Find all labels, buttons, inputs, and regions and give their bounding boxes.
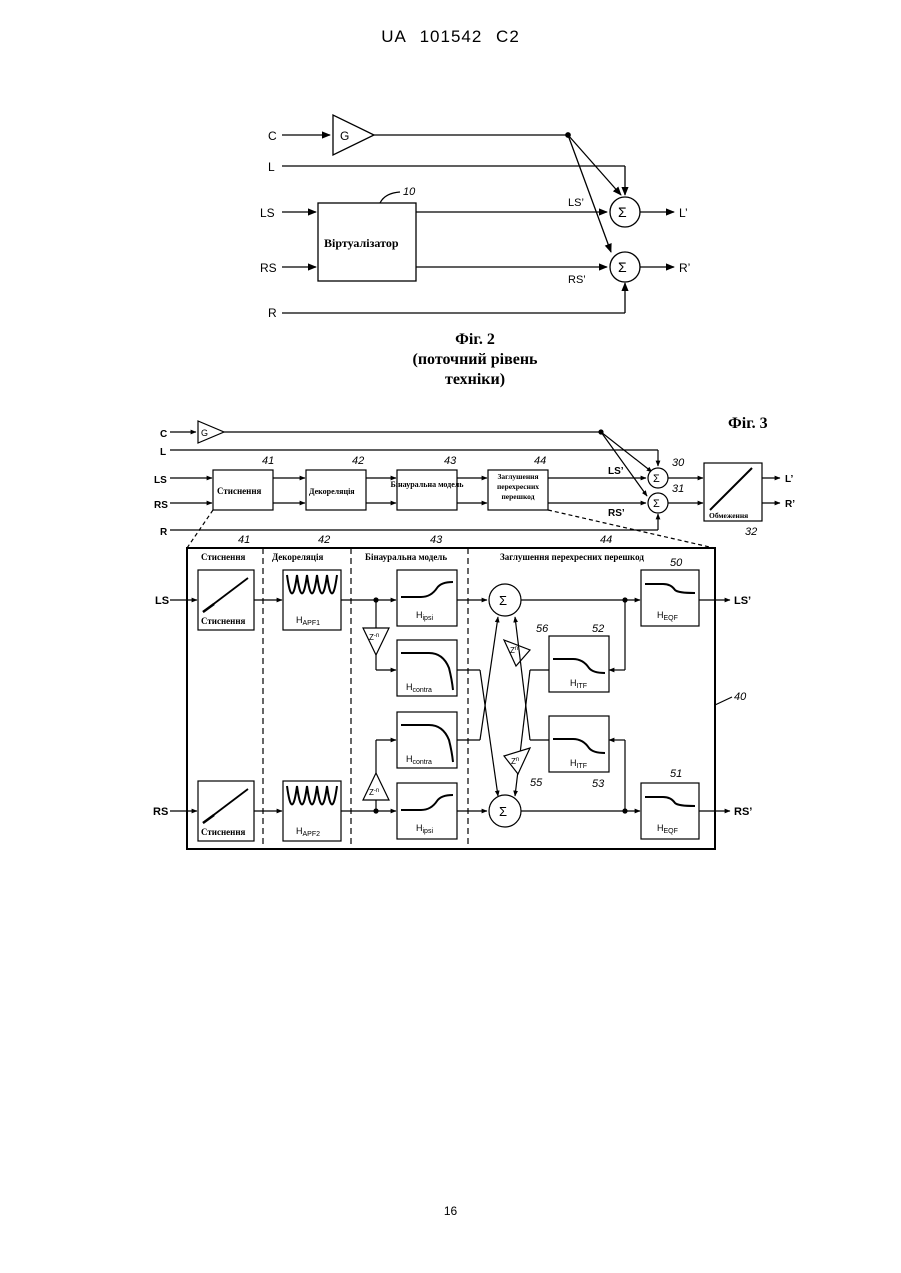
detail-head-binaural: Бінауральна модель bbox=[365, 552, 447, 562]
detail-ref-42: 42 bbox=[318, 534, 330, 546]
fig2-input-ls: LS bbox=[260, 206, 275, 220]
fig2-out-r: R’ bbox=[679, 261, 690, 275]
detail-ref-56: 56 bbox=[536, 623, 549, 635]
fig3-rs-prime: RS’ bbox=[608, 508, 625, 519]
detail-head-crosstalk: Заглушення перехресних перешкод bbox=[500, 552, 644, 562]
fig2-caption: Фіг. 2 (поточний рівень техніки) bbox=[380, 330, 570, 390]
fig2-ls-prime: LS’ bbox=[568, 197, 584, 209]
fig3-sum-30-symbol: Σ bbox=[653, 473, 660, 485]
detail-ref-51: 51 bbox=[670, 768, 682, 780]
fig2-input-c: C bbox=[268, 129, 277, 143]
detail-ref-52: 52 bbox=[592, 623, 604, 635]
detail-ref-50: 50 bbox=[670, 557, 683, 569]
fig2-caption-line2: (поточний рівень bbox=[380, 350, 570, 370]
fig3-binaural-label-line: Бінауральна модель bbox=[391, 480, 465, 489]
fig3-input-ls: LS bbox=[154, 475, 167, 486]
detail-sum-ls-symbol: Σ bbox=[499, 593, 507, 608]
fig2-caption-line1: Фіг. 2 bbox=[380, 330, 570, 350]
fig3-ref-32: 32 bbox=[745, 526, 757, 538]
fig3-title: Фіг. 3 bbox=[728, 415, 768, 432]
figure-3-detail: 41 42 43 44 40 Стиснення Декореляція Бін… bbox=[153, 534, 752, 849]
detail-ref-53: 53 bbox=[592, 778, 605, 790]
detail-ref-41: 41 bbox=[238, 534, 250, 546]
detail-out-rs: RS’ bbox=[734, 806, 752, 818]
detail-ref-44: 44 bbox=[600, 534, 612, 546]
detail-head-decorrelation: Декореляція bbox=[272, 552, 323, 562]
fig2-caption-line3: техніки) bbox=[380, 370, 570, 390]
detail-delay-rs bbox=[363, 773, 389, 800]
figure-3-overview: Фіг. 3 C L LS RS R G Стиснення Декореляц… bbox=[154, 415, 795, 548]
fig3-crosstalk-label: Заглушення перехресних перешкод bbox=[489, 472, 547, 502]
fig3-ref-43: 43 bbox=[444, 455, 457, 467]
fig3-sum-31-symbol: Σ bbox=[653, 498, 660, 510]
fig3-out-r: R’ bbox=[785, 499, 795, 510]
fig3-binaural-label: Бінауральна модель bbox=[391, 480, 465, 489]
page-number: 16 bbox=[0, 1204, 901, 1218]
fig2-out-l: L’ bbox=[679, 206, 688, 220]
fig3-ls-prime: LS’ bbox=[608, 466, 624, 477]
detail-ref-55: 55 bbox=[530, 777, 543, 789]
fig2-input-rs: RS bbox=[260, 261, 277, 275]
fig2-rs-prime: RS’ bbox=[568, 274, 586, 286]
detail-compression-ls-label: Стиснення bbox=[201, 616, 246, 626]
detail-ref-40: 40 bbox=[734, 691, 747, 703]
detail-sum-rs-symbol: Σ bbox=[499, 804, 507, 819]
detail-input-ls: LS bbox=[155, 595, 169, 607]
detail-head-compression: Стиснення bbox=[201, 552, 246, 562]
figure-2: C L LS RS R G Віртуалізатор 10 LS’ RS’ Σ… bbox=[260, 115, 690, 320]
fig3-ref-44: 44 bbox=[534, 455, 546, 467]
fig2-ref-10: 10 bbox=[403, 186, 416, 198]
fig3-ref-31: 31 bbox=[672, 483, 684, 495]
fig2-input-l: L bbox=[268, 160, 275, 174]
fig3-input-c: C bbox=[160, 429, 167, 440]
fig3-input-l: L bbox=[160, 447, 166, 458]
fig3-ref-42: 42 bbox=[352, 455, 364, 467]
fig2-gain-label: G bbox=[340, 129, 349, 143]
fig3-gain-label: G bbox=[201, 428, 208, 438]
detail-delay-56 bbox=[504, 640, 530, 666]
fig2-sum-l-symbol: Σ bbox=[618, 204, 627, 220]
fig3-input-r: R bbox=[160, 527, 168, 538]
fig2-virtualizer-label: Віртуалізатор bbox=[324, 236, 399, 250]
fig2-sum-r-symbol: Σ bbox=[618, 259, 627, 275]
fig3-decorrelation-label: Декореляція bbox=[309, 487, 355, 496]
fig3-ref-30: 30 bbox=[672, 457, 685, 469]
fig3-out-l: L’ bbox=[785, 474, 794, 485]
fig3-ref-41: 41 bbox=[262, 455, 274, 467]
detail-input-rs: RS bbox=[153, 806, 168, 818]
fig2-input-r: R bbox=[268, 306, 277, 320]
detail-ref-43: 43 bbox=[430, 534, 443, 546]
fig3-compression-label: Стиснення bbox=[217, 486, 262, 496]
fig3-binaural-box bbox=[397, 470, 457, 510]
detail-out-ls: LS’ bbox=[734, 595, 751, 607]
fig3-input-rs: RS bbox=[154, 500, 168, 511]
detail-compression-rs-label: Стиснення bbox=[201, 827, 246, 837]
fig3-limiter-label: Обмеження bbox=[709, 511, 748, 520]
